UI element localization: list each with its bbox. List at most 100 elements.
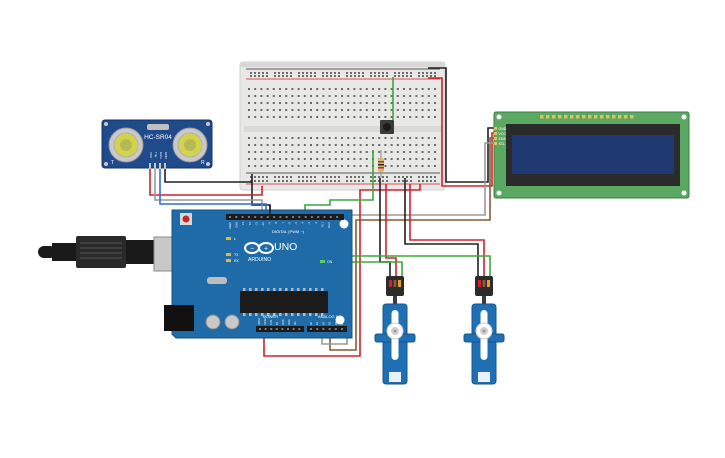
digital-pin-label: RX 0 — [327, 221, 331, 227]
digital-pin-label: ~10 — [261, 221, 265, 226]
ultrasonic-pin[interactable] — [164, 163, 166, 169]
led-on — [320, 260, 325, 263]
ultrasonic-pin-label: Trig — [154, 152, 158, 157]
power-pin-label: 3.3V — [270, 320, 273, 325]
breadboard[interactable] — [239, 61, 446, 191]
digital-header[interactable] — [226, 214, 344, 220]
reset-button-cap[interactable] — [182, 215, 190, 223]
power-pin-label: RESET — [264, 316, 267, 325]
ultrasonic-t-mark: T — [111, 160, 114, 166]
power-pin-label: Vin — [294, 321, 297, 325]
lcd-header-pads — [540, 115, 634, 119]
wire-black-servo1[interactable] — [379, 178, 391, 280]
analog-pin-label: A4 — [335, 321, 338, 325]
transducer-right — [172, 127, 208, 163]
transducer-left — [108, 127, 144, 163]
servo-motor-1[interactable] — [374, 276, 416, 385]
digital-pin-label: GND — [235, 222, 239, 228]
analog-label: ANALOG IN — [318, 314, 340, 319]
breadboard-holes — [248, 72, 436, 182]
arduino-brand-label: ARDUINO — [248, 257, 271, 263]
ultrasonic-pin-label: Echo — [159, 152, 163, 159]
led-rx-label: RX — [234, 259, 240, 263]
digital-pin-label: ~5 — [294, 221, 298, 225]
power-jack[interactable] — [164, 305, 194, 331]
led-on-label: ON — [327, 260, 333, 264]
digital-pin-label: 2 — [314, 221, 318, 223]
digital-pin-label: 13 — [241, 221, 245, 224]
resistor[interactable] — [378, 150, 384, 178]
crystal-oscillator — [207, 277, 227, 284]
led-tx-label: TX — [234, 253, 239, 257]
digital-pin-label: ~9 — [268, 221, 272, 225]
digital-pin-label: TX 1 — [320, 221, 324, 227]
crystal — [147, 124, 169, 130]
breadboard-center-channel — [244, 126, 442, 132]
power-pin-label: IOREF — [258, 317, 261, 325]
wire-red-servo2[interactable] — [409, 184, 485, 282]
led-tx — [226, 253, 231, 256]
chip-pins — [243, 288, 324, 316]
power-pin-label: GND — [288, 319, 291, 325]
ultrasonic-pin[interactable] — [159, 163, 161, 169]
power-label: POWER — [263, 314, 278, 319]
analog-pin-label: A0 — [310, 321, 313, 325]
ultrasonic-pin-label: VCC — [149, 152, 153, 159]
analog-pin-label: A2 — [322, 321, 325, 325]
analog-header[interactable] — [307, 326, 347, 332]
power-pin-label: GND — [282, 319, 285, 325]
wires — [149, 67, 497, 357]
digital-pin-label: ~6 — [287, 221, 291, 225]
analog-pin-label: A1 — [316, 321, 319, 325]
lcd-pin[interactable] — [494, 132, 497, 135]
usb-cable[interactable] — [38, 236, 154, 268]
digital-pin-label: ~3 — [307, 221, 311, 225]
wire-red-5v[interactable] — [263, 184, 421, 357]
digital-label: DIGITAL (PWM ~) — [272, 229, 305, 234]
digital-pin-label: 8 — [274, 221, 278, 223]
wire-green-button-signal[interactable] — [304, 150, 374, 216]
digital-pin-label: 12 — [248, 221, 252, 224]
svg-text:−: − — [250, 246, 254, 253]
wire-gray-us-trig[interactable] — [154, 168, 263, 216]
ultrasonic-pin[interactable] — [154, 163, 156, 169]
lcd-pin-label: SDA — [499, 137, 507, 141]
svg-text:+: + — [264, 246, 268, 253]
push-button[interactable] — [380, 120, 394, 134]
wire-black-rail-to-lcd[interactable] — [428, 67, 497, 183]
ultrasonic-pin-label: GND — [164, 152, 168, 160]
wire-black-servo2[interactable] — [404, 178, 479, 282]
wire-brown-lcd-sda[interactable] — [329, 137, 497, 351]
ultrasonic-pin[interactable] — [149, 163, 151, 169]
digital-pin-label: 4 — [301, 221, 305, 223]
capacitor — [224, 314, 240, 330]
lcd-pin-label: SCL — [499, 142, 506, 146]
servo-motor-2[interactable] — [463, 276, 505, 385]
mount-hole — [339, 219, 349, 229]
wire-red-rail-to-lcd[interactable] — [428, 77, 497, 187]
led-l-label: L — [234, 237, 236, 241]
wire-red-servo1[interactable] — [385, 184, 397, 280]
digital-pin-label: ~11 — [254, 221, 258, 226]
digital-pin-label: AREF — [228, 222, 232, 229]
power-pin-label: 5V — [276, 322, 279, 325]
wire-red-us-vcc[interactable] — [149, 168, 263, 196]
lcd-pin[interactable] — [494, 142, 497, 145]
led-rx — [226, 259, 231, 262]
lcd-pin[interactable] — [494, 127, 497, 130]
arduino-uno[interactable]: − + UNO ARDUINO DIGITAL (PWM ~) POWER AN… — [38, 209, 353, 339]
ultrasonic-model-label: HC-SR04 — [144, 134, 172, 141]
header-holes — [229, 216, 343, 330]
capacitor — [205, 314, 221, 330]
ultrasonic-r-mark: R — [201, 160, 205, 166]
wire-black-us-gnd[interactable] — [164, 168, 252, 183]
analog-pin-label: A5 — [341, 321, 344, 325]
power-header[interactable] — [256, 326, 304, 332]
lcd-pin[interactable] — [494, 137, 497, 140]
arduino-model-label: UNO — [274, 241, 297, 253]
